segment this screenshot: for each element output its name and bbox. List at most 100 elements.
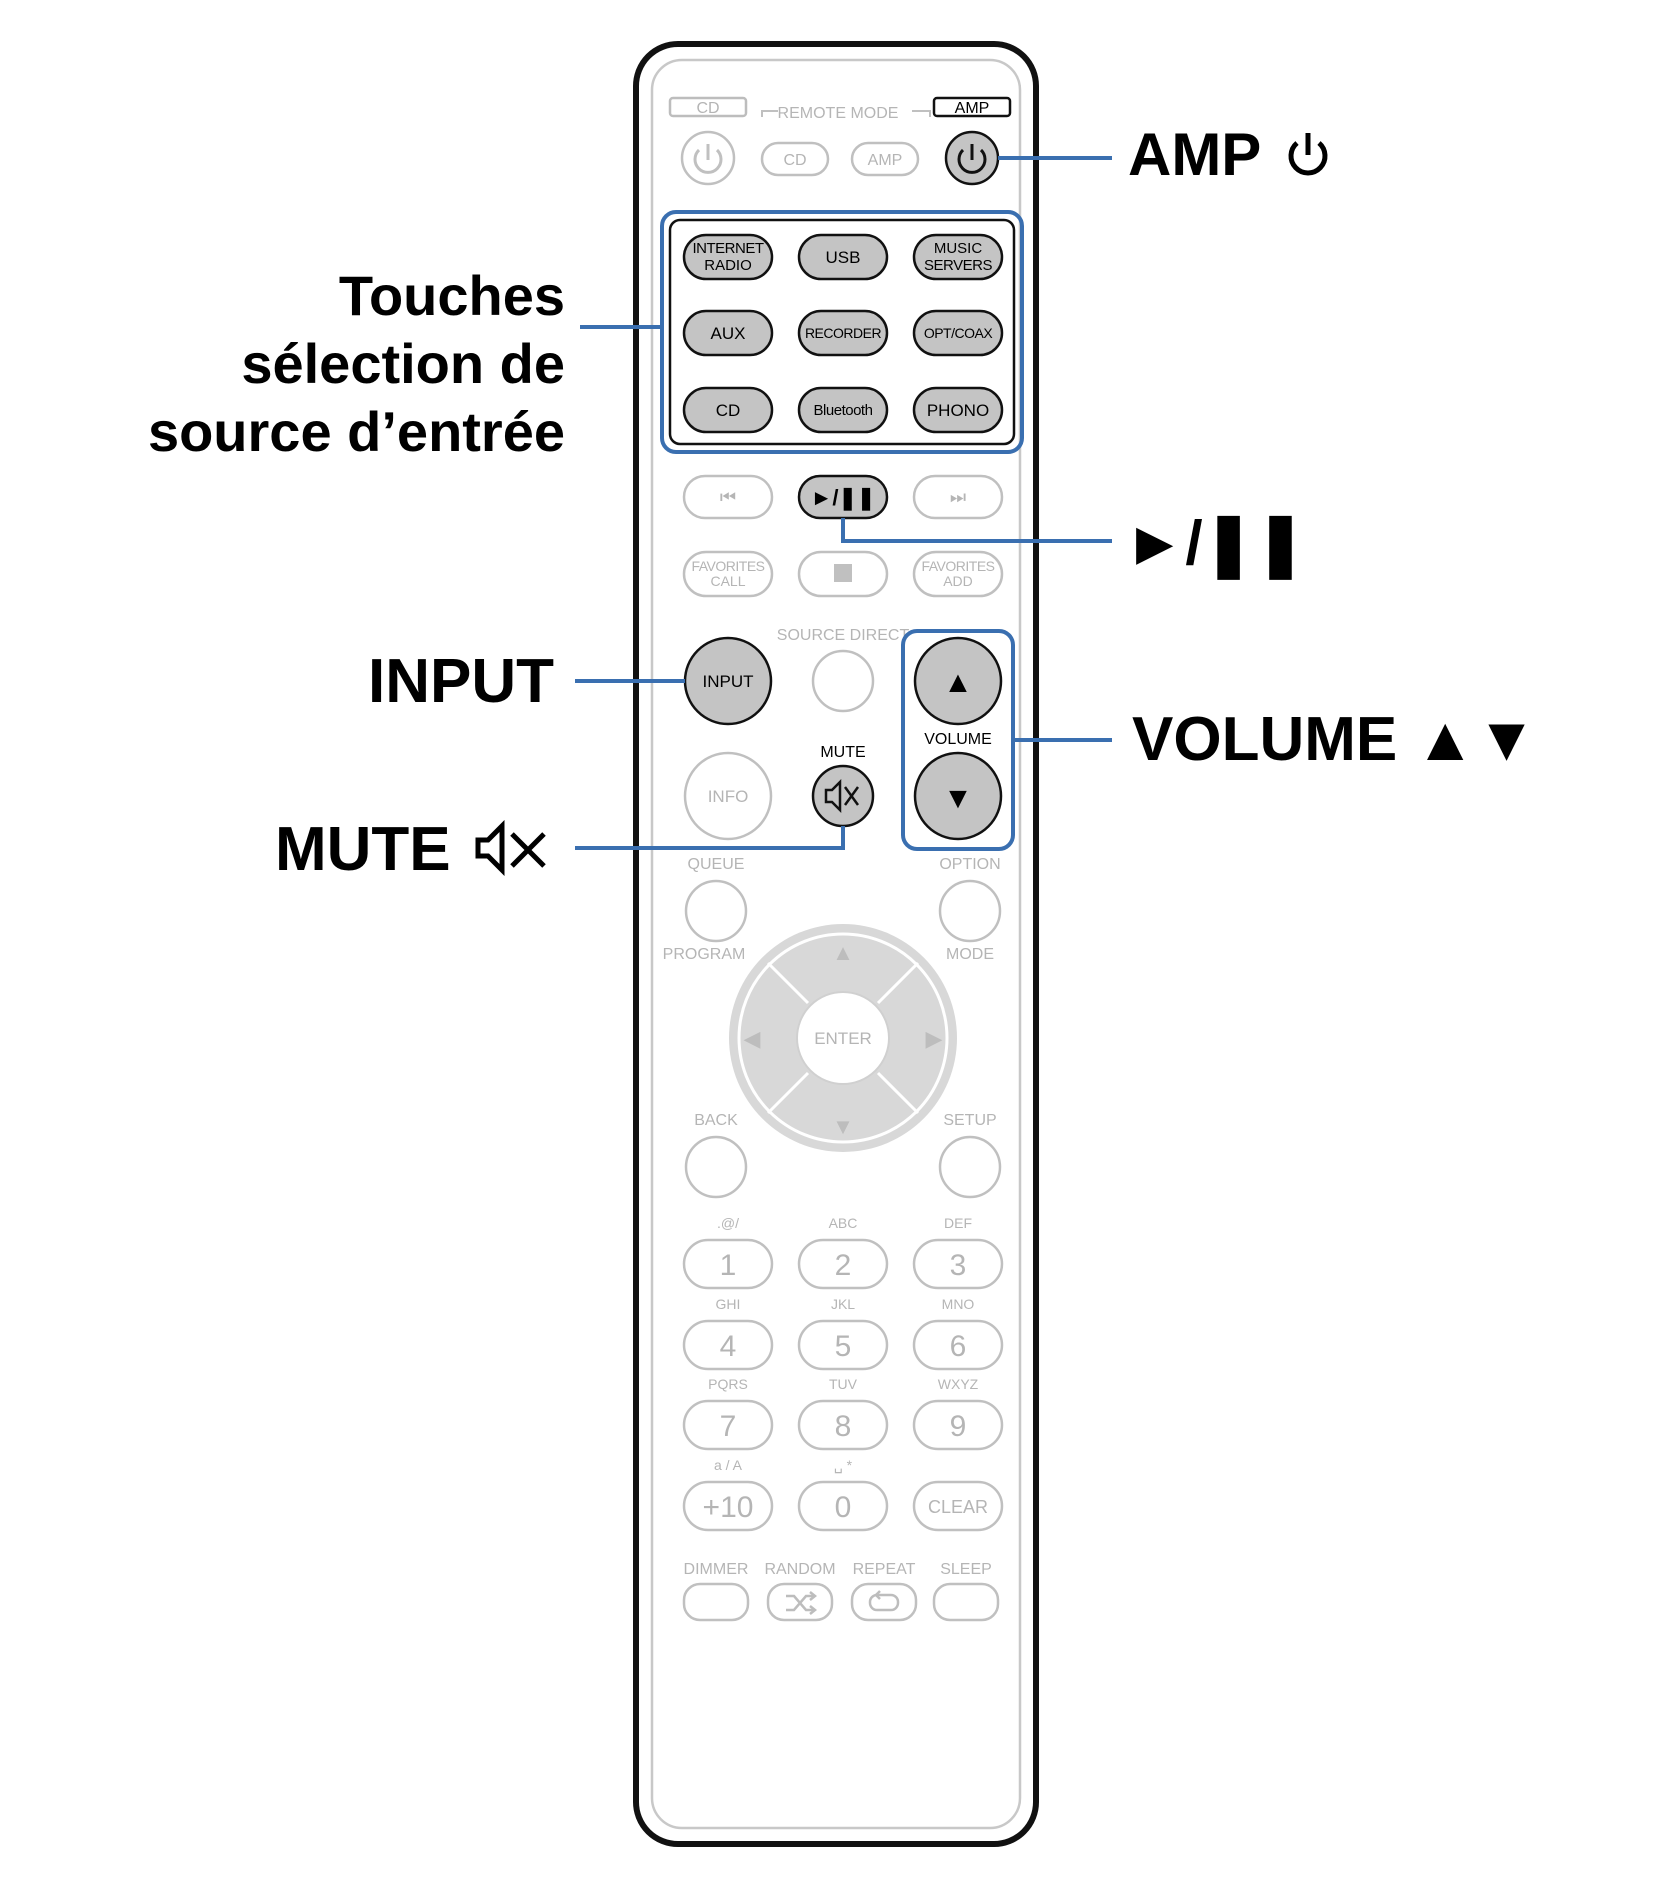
speaker-mute-icon [824,778,860,814]
callout-volume: VOLUME ▲▼ [1132,705,1538,774]
back-button[interactable] [684,1135,748,1199]
keypad-key-plus10[interactable]: a / A +10 [682,1457,774,1532]
callout-source-line-1: Touches [338,264,565,327]
previous-button[interactable]: ⏮ [682,474,774,520]
svg-text:CD: CD [716,401,741,420]
next-button[interactable]: ⏭ [912,474,1004,520]
svg-text:SERVERS: SERVERS [924,257,992,274]
cd-mode-button[interactable]: CD [760,141,830,177]
svg-text:OPT/COAX: OPT/COAX [924,325,994,341]
keypad-key-2[interactable]: ABC 2 [797,1215,889,1290]
leader-mute [575,826,845,850]
dpad-right-icon[interactable]: ▶ [926,1026,943,1051]
keypad-key-0[interactable]: ␣ *0 [797,1457,889,1532]
speaker-mute-icon [475,819,546,877]
callout-source-line-3: source d’entrée [147,400,565,463]
keypad-sub-label: DEF [944,1215,972,1231]
dpad-left-icon[interactable]: ◀ [744,1026,761,1051]
queue-label: QUEUE [688,856,745,873]
callout-input: INPUT [368,647,554,716]
dimmer-label: DIMMER [684,1561,749,1578]
sleep-button[interactable] [932,1582,1000,1622]
favorites-add-button[interactable]: FAVORITES ADD [912,550,1004,598]
source-button-bluetooth[interactable]: Bluetooth [797,386,889,434]
amp-mode-button[interactable]: AMP [850,141,920,177]
remote-mode-label: REMOTE MODE [778,105,899,122]
random-button[interactable] [766,1582,834,1622]
source-direct-button[interactable] [811,649,875,713]
random-label: RANDOM [764,1561,835,1578]
source-button-opt-coax[interactable]: OPT/COAX [912,309,1004,357]
callout-source-selection: Touches sélection de source d’entrée [110,262,565,466]
keypad-sub-label: ABC [829,1215,858,1231]
keypad-key-label: 4 [720,1330,737,1363]
keypad-key-label: 2 [835,1249,852,1282]
svg-text:ENTER: ENTER [814,1029,872,1048]
dpad-up-icon[interactable]: ▲ [832,940,854,965]
keypad-key-clear[interactable]: CLEAR [912,1480,1004,1532]
volume-up-button[interactable]: ▲ [913,636,1003,726]
keypad-key-label: 9 [950,1410,967,1443]
setup-button[interactable] [938,1135,1002,1199]
keypad-sub-label: GHI [716,1296,741,1312]
play-pause-button[interactable]: ►/❚❚ [797,474,889,520]
keypad-key-label: 1 [720,1249,737,1282]
up-triangle-icon: ▲ [943,666,973,699]
volume-down-button[interactable]: ▼ [913,751,1003,841]
source-button-cd[interactable]: CD [682,386,774,434]
keypad-key-3[interactable]: DEF 3 [912,1215,1004,1290]
source-group-blue-frame [660,210,1024,454]
svg-text:INTERNET: INTERNET [693,240,764,257]
svg-text:CALL: CALL [710,573,745,589]
down-triangle-icon: ▼ [943,782,973,815]
repeat-button[interactable] [850,1582,918,1622]
source-button-music-servers[interactable]: MUSIC SERVERS [912,233,1004,281]
leader-play-pause [841,518,1112,543]
keypad-sub-label: a / A [714,1457,743,1473]
keypad-key-label: 0 [835,1491,852,1524]
dpad-down-icon[interactable]: ▼ [832,1114,854,1139]
leader-lines [575,156,1112,850]
source-button-aux[interactable]: AUX [682,309,774,357]
callout-amp-power: AMP [1128,120,1331,189]
dimmer-button[interactable] [682,1582,750,1622]
source-button-phono[interactable]: PHONO [912,386,1004,434]
source-button-usb[interactable]: USB [797,233,889,281]
favorites-call-button[interactable]: FAVORITES CALL [682,550,774,598]
mute-label: MUTE [820,744,865,761]
back-label: BACK [694,1112,738,1129]
amp-power-button[interactable] [944,130,1000,186]
source-button-internet-radio[interactable]: INTERNET RADIO [682,233,774,281]
keypad-key-label: 5 [835,1330,852,1363]
mute-button[interactable] [811,764,875,828]
info-button[interactable]: INFO [683,751,773,841]
cd-power-button[interactable] [680,130,736,186]
svg-text:RECORDER: RECORDER [805,325,882,341]
option-button[interactable] [938,879,1002,943]
keypad-key-label: 3 [950,1249,967,1282]
keypad-sub-label: MNO [942,1296,975,1312]
keypad-key-label: 6 [950,1330,967,1363]
svg-text:AMP: AMP [868,152,903,169]
source-button-recorder[interactable]: RECORDER [797,309,889,357]
keypad-key-6[interactable]: MNO 6 [912,1296,1004,1371]
keypad-key-label: 7 [720,1410,737,1443]
keypad-sub-label: TUV [829,1376,858,1392]
keypad-key-1[interactable]: .@/1 [682,1215,774,1290]
keypad-key-label: +10 [703,1491,754,1524]
svg-text:USB: USB [826,248,861,267]
enter-button[interactable]: ENTER [796,991,890,1085]
queue-button[interactable] [684,879,748,943]
input-button[interactable]: INPUT [683,636,773,726]
svg-text:ADD: ADD [943,573,973,589]
svg-text:Bluetooth: Bluetooth [814,402,873,419]
keypad-key-4[interactable]: GHI 4 [682,1296,774,1371]
stop-button[interactable] [797,550,889,598]
callout-mute: MUTE [275,814,554,885]
svg-text:MUSIC: MUSIC [934,240,983,257]
